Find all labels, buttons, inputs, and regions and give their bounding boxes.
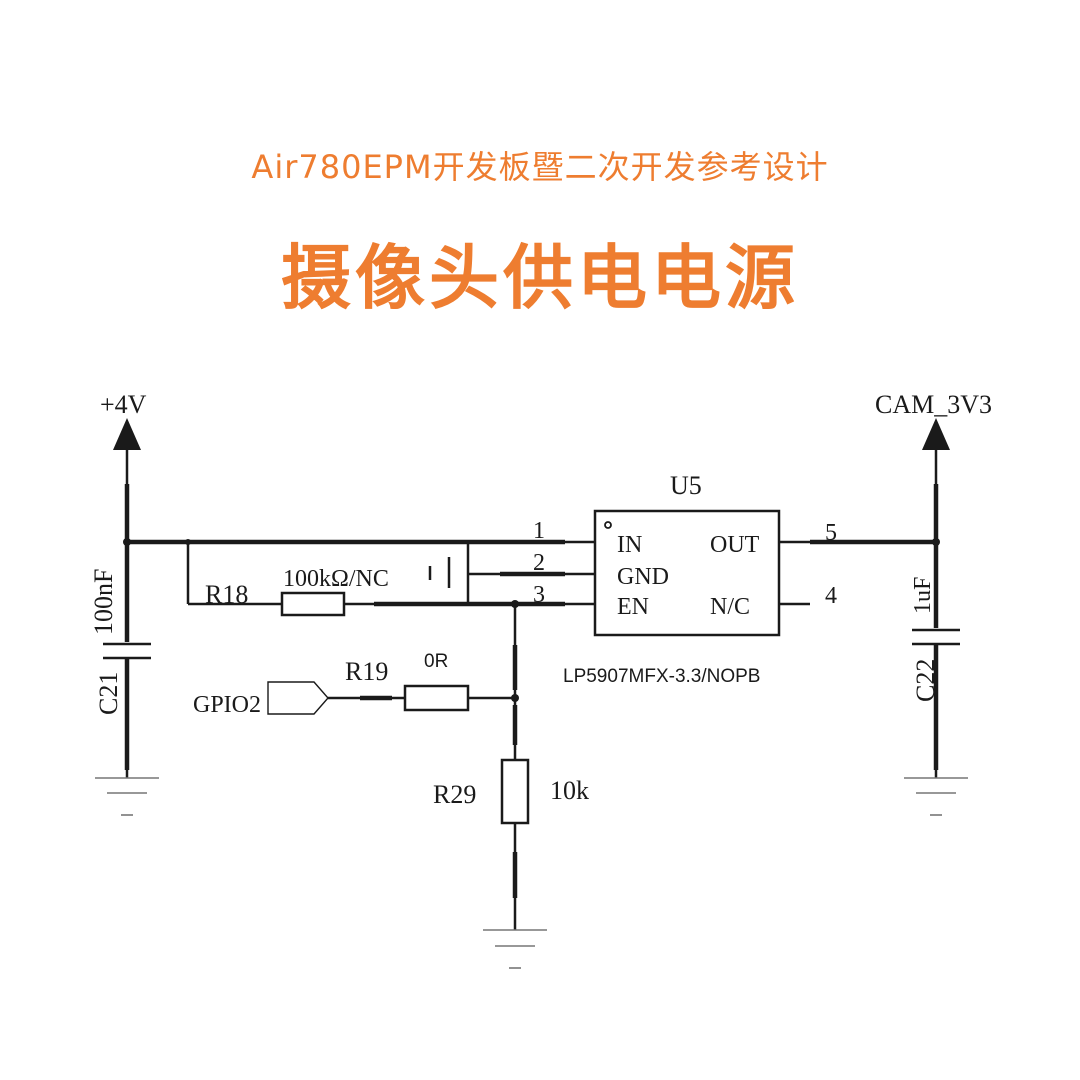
label-c21-value: 100nF bbox=[89, 569, 118, 635]
page-title: 摄像头供电电源 bbox=[281, 237, 799, 319]
ground-symbol-c22 bbox=[904, 777, 968, 816]
power-symbol-cam3v3: CAM_3V3 bbox=[875, 390, 992, 450]
label-r19-value: 0R bbox=[424, 651, 448, 672]
page-subtitle: Air780EPM开发板暨二次开发参考设计 bbox=[251, 148, 829, 186]
label-pin-num-4: 4 bbox=[825, 583, 837, 609]
resistor-r18: R18 100kΩ/NC bbox=[205, 566, 389, 617]
label-pin-nc: N/C bbox=[710, 594, 750, 620]
label-r29-value: 10k bbox=[550, 776, 589, 805]
label-u5-ref: U5 bbox=[670, 471, 702, 500]
label-c21-ref: C21 bbox=[94, 672, 123, 715]
label-pin-num-5: 5 bbox=[825, 520, 837, 546]
label-power-cam3v3: CAM_3V3 bbox=[875, 390, 992, 419]
label-u5-part: LP5907MFX-3.3/NOPB bbox=[563, 666, 760, 687]
capacitor-c21: C21 100nF bbox=[89, 569, 151, 715]
label-pin-en: EN bbox=[617, 594, 649, 620]
ground-symbol-c21 bbox=[95, 777, 159, 816]
label-r29-ref: R29 bbox=[433, 780, 476, 809]
label-pin-out: OUT bbox=[710, 532, 760, 558]
label-pin-num-1: 1 bbox=[533, 518, 545, 544]
resistor-r29: R29 10k bbox=[433, 758, 589, 825]
port-gpio2: GPIO2 bbox=[193, 681, 329, 718]
ground-symbol-r29 bbox=[483, 929, 547, 969]
label-c22-value: 1uF bbox=[910, 577, 936, 614]
resistor-r19: R19 0R bbox=[345, 651, 470, 712]
label-pin-gnd: GND bbox=[617, 564, 669, 590]
label-r19-ref: R19 bbox=[345, 657, 388, 686]
label-pin-num-2: 2 bbox=[533, 550, 545, 576]
label-pin-in: IN bbox=[617, 532, 642, 558]
ic-u5: U5 LP5907MFX-3.3/NOPB IN GND EN OUT N/C … bbox=[533, 471, 837, 687]
label-power-4v: +4V bbox=[100, 390, 147, 419]
label-gpio2: GPIO2 bbox=[193, 692, 261, 718]
power-symbol-4v: +4V bbox=[100, 390, 147, 450]
label-r18-ref: R18 bbox=[205, 580, 248, 609]
label-r18-value: 100kΩ/NC bbox=[283, 566, 389, 592]
label-pin-num-3: 3 bbox=[533, 582, 545, 608]
